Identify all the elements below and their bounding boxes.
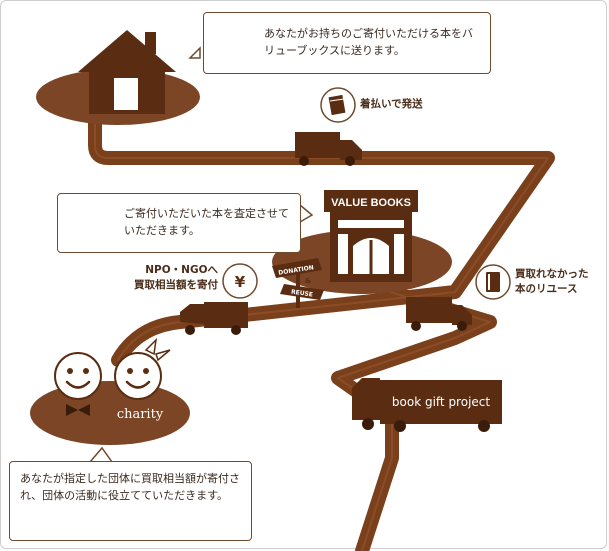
bubble-tail-charity (88, 446, 114, 463)
reuse-book-icon (475, 264, 511, 300)
yen-icon: ¥ (222, 263, 258, 299)
charity-island (30, 381, 190, 445)
bubble-assess-text: ご寄付いただいた本を査定させていただきます。 (124, 207, 289, 238)
gift-truck-label: book gift project (392, 395, 490, 409)
svg-text:¥: ¥ (235, 273, 246, 291)
truck-icon-1 (295, 132, 362, 166)
sign-reuse: REUSE (291, 288, 314, 298)
bubble-send-text: あなたがお持ちのご寄付いただける本をバリューブックスに送ります。 (264, 27, 473, 58)
label-npo-line1: NPO・NGOへ (145, 264, 218, 276)
bubble-charity-text: あなたが指定した団体に買取相当額が寄付され、団体の活動に役立てていただきます。 (20, 472, 240, 503)
house-icon (78, 30, 176, 114)
charity-faces (54, 337, 171, 416)
charity-label: charity (117, 407, 164, 422)
label-reuse: 買取れなかった 本のリユース (515, 267, 589, 296)
label-reuse-line1: 買取れなかった (515, 268, 589, 280)
truck-icon-3 (406, 297, 472, 331)
store-sign: VALUE BOOKS (331, 197, 411, 209)
sign-amp: & (305, 277, 311, 285)
road-inner-line (94, 99, 549, 551)
label-shipping: 着払いで発送 (360, 98, 423, 110)
bubble-assess: ご寄付いただいた本を査定させていただきます。 (57, 193, 301, 253)
label-reuse-line2: 本のリユース (515, 282, 578, 295)
bubble-charity: あなたが指定した団体に買取相当額が寄付され、団体の活動に役立てていただきます。 (9, 461, 252, 541)
label-npo-line2: 買取相当額を寄付 (134, 278, 218, 291)
gift-truck-icon: book gift project (352, 378, 502, 432)
truck-icon-2 (180, 302, 248, 335)
bubble-send: あなたがお持ちのご寄付いただける本をバリューブックスに送ります。 (203, 12, 491, 74)
bubble-tail-assess (299, 203, 314, 224)
label-npo: NPO・NGOへ 買取相当額を寄付 (118, 263, 218, 292)
bubble-tail-send (188, 46, 201, 59)
road (88, 93, 555, 551)
store-building: VALUE BOOKS (324, 190, 418, 282)
shipping-box-icon (320, 87, 356, 123)
